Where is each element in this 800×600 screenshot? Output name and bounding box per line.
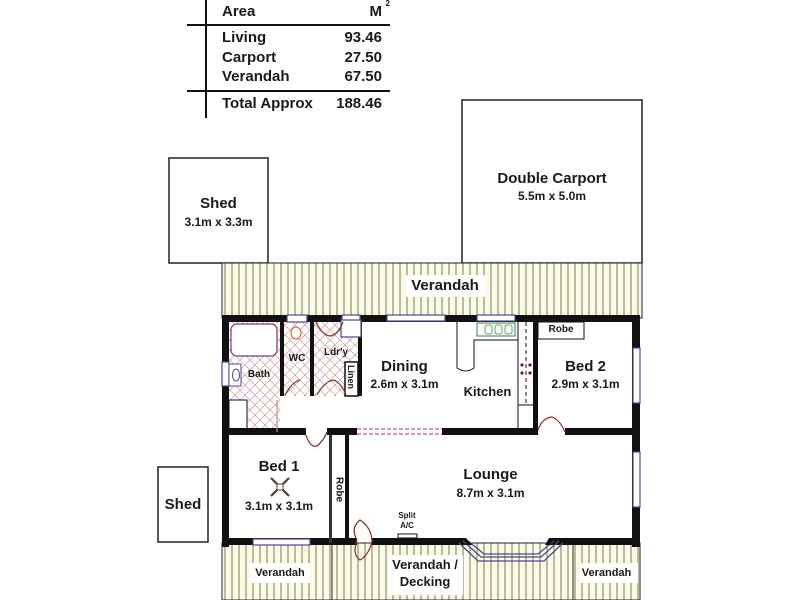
- area-row-label: Verandah: [222, 68, 290, 85]
- bed1-dims: 3.1m x 3.1m: [244, 499, 314, 513]
- area-row: Verandah 67.50: [222, 68, 390, 88]
- robe-bed1-label: Robe: [333, 477, 345, 502]
- window: [252, 538, 311, 546]
- shed-top-label: Shed: [200, 195, 237, 212]
- bed1-label: Bed 1: [258, 458, 300, 475]
- area-row-value: 67.50: [344, 68, 382, 85]
- bath-label: Bath: [247, 369, 271, 380]
- verandah-top-label: Verandah: [411, 277, 479, 294]
- shed-bottom-outline: [157, 466, 209, 543]
- shed-top-dims: 3.1m x 3.3m: [184, 215, 253, 229]
- wc-label: WC: [288, 353, 306, 364]
- area-header-unit-sup: 2: [385, 0, 390, 8]
- verandah-decking-label-line2: Decking: [399, 574, 451, 589]
- verandah-bottom-left-label: Verandah: [255, 567, 305, 579]
- area-total-row: Total Approx 188.46: [222, 95, 390, 115]
- dining-dims: 2.6m x 3.1m: [370, 377, 439, 391]
- window: [286, 314, 308, 323]
- bed2-dims: 2.9m x 3.1m: [551, 377, 620, 391]
- area-table: Area M 2 Living 93.46 Carport 27.50 Vera…: [187, 0, 390, 118]
- verandah-decking-label-line1: Verandah /: [392, 557, 458, 572]
- carport-label: Double Carport: [497, 170, 607, 187]
- area-row-value: 27.50: [344, 49, 382, 66]
- linen-label: Linen: [346, 365, 356, 389]
- window: [476, 314, 516, 322]
- verandah-bottom-right-label: Verandah: [581, 567, 632, 579]
- window: [632, 451, 641, 508]
- area-row: Living 93.46: [222, 29, 390, 49]
- carport-outline: [461, 99, 643, 264]
- bed2-label: Bed 2: [565, 358, 606, 375]
- split-ac-label-line2: A/C: [400, 521, 414, 530]
- laundry-label: Ldr'y: [323, 347, 349, 358]
- window: [632, 347, 641, 404]
- split-ac-label-line1: Split: [398, 511, 416, 520]
- dining-label: Dining: [381, 358, 428, 375]
- area-total-value: 188.46: [336, 95, 382, 112]
- area-header-label: Area: [222, 3, 256, 20]
- area-header-unit: M: [369, 3, 383, 20]
- bathtub: [230, 323, 278, 357]
- table-divider: [187, 24, 390, 26]
- lounge-dims: 8.7m x 3.1m: [456, 486, 525, 500]
- area-header-row: Area M 2: [222, 0, 390, 23]
- area-total-label: Total Approx: [222, 95, 313, 112]
- kitchen-label: Kitchen: [463, 384, 512, 399]
- window: [221, 361, 230, 387]
- shed-top-outline: [168, 157, 269, 264]
- robe-bed2-label: Robe: [548, 324, 574, 335]
- shed-bottom-label: Shed: [164, 496, 202, 513]
- area-row-label: Carport: [222, 49, 277, 66]
- area-row: Carport 27.50: [222, 49, 390, 69]
- area-row-label: Living: [222, 29, 267, 46]
- area-row-value: 93.46: [344, 29, 382, 46]
- carport-dims: 5.5m x 5.0m: [517, 189, 587, 203]
- lounge-label: Lounge: [463, 466, 518, 483]
- table-divider: [205, 0, 207, 118]
- table-divider: [187, 90, 390, 92]
- ceiling-fan-icon: [270, 477, 290, 497]
- window: [386, 314, 446, 322]
- toilet: [290, 326, 302, 340]
